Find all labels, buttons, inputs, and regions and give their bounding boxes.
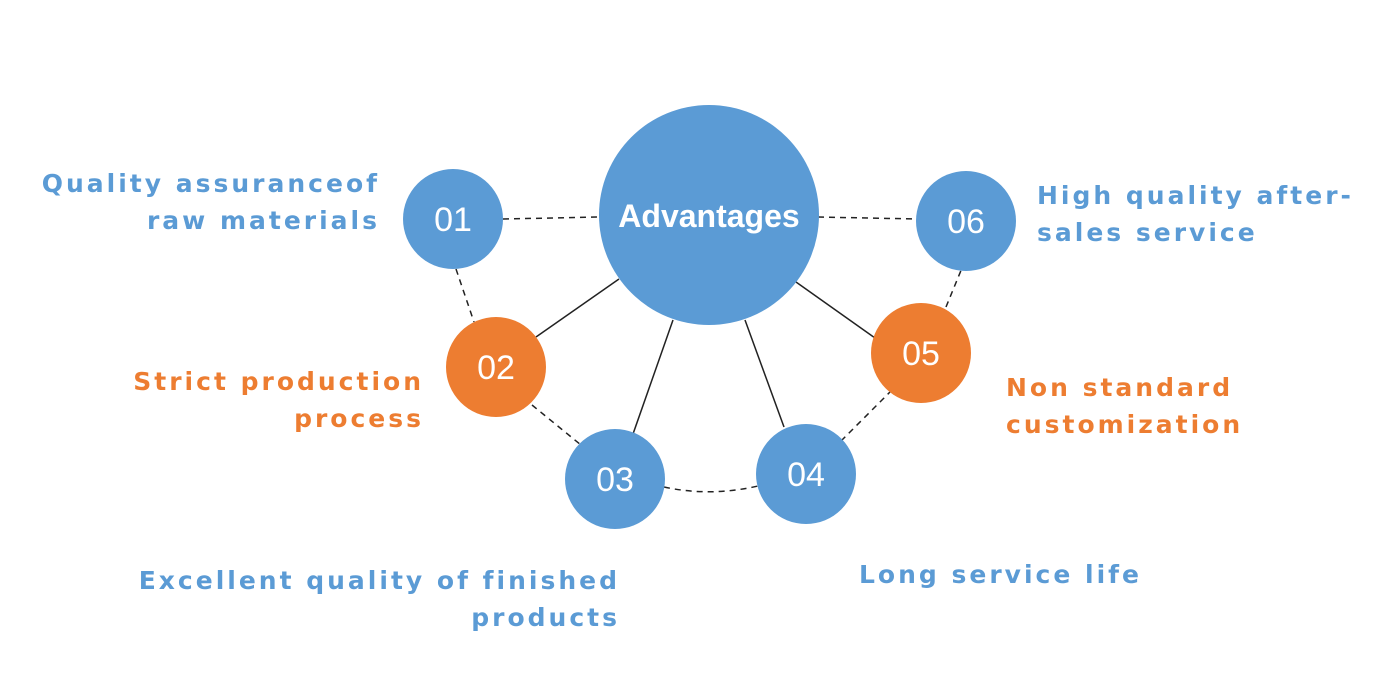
node-04: 04	[756, 424, 856, 524]
label-node-04: Long service life	[859, 556, 1142, 593]
dashed-connector-05-06	[945, 267, 963, 308]
label-line: Excellent quality of finished	[138, 566, 620, 595]
node-number: 03	[596, 461, 634, 499]
node-number: 04	[787, 456, 825, 494]
label-line: raw materials	[146, 206, 380, 235]
label-line: High quality after-	[1037, 181, 1354, 210]
dashed-connector-03-04	[663, 485, 759, 493]
label-line: Non standard	[1006, 373, 1234, 402]
label-node-02: Strict production process	[133, 363, 424, 437]
label-line: sales service	[1037, 218, 1258, 247]
node-number: 02	[477, 349, 515, 387]
spoke-02	[535, 278, 620, 338]
label-node-03: Excellent quality of finished products	[139, 562, 620, 636]
node-number: 06	[947, 203, 985, 241]
center-label: Advantages	[618, 198, 799, 234]
label-line: Long service life	[859, 560, 1142, 589]
spoke-03	[632, 319, 674, 435]
label-node-06: High quality after- sales service	[1037, 177, 1354, 251]
label-line: products	[471, 603, 620, 632]
node-number: 05	[902, 335, 940, 373]
dashed-connector-04-05	[840, 391, 891, 442]
dashed-connector-01-center	[502, 216, 601, 220]
node-03: 03	[565, 429, 665, 529]
label-node-05: Non standard customization	[1006, 369, 1243, 443]
spoke-05	[795, 281, 876, 339]
dashed-connector-01-02	[455, 268, 475, 323]
node-02: 02	[446, 317, 546, 417]
label-line: Quality assuranceof	[41, 169, 380, 198]
spoke-04	[744, 319, 785, 428]
dashed-connector-center-06	[817, 216, 918, 220]
node-number: 01	[434, 201, 472, 239]
label-line: customization	[1006, 410, 1244, 439]
dashed-connector-02-03	[531, 404, 582, 446]
label-line: process	[294, 404, 424, 433]
label-node-01: Quality assuranceof raw materials	[42, 165, 380, 239]
label-line: Strict production	[133, 367, 424, 396]
center-circle	[599, 105, 819, 325]
node-01: 01	[403, 169, 503, 269]
node-06: 06	[916, 171, 1016, 271]
node-05: 05	[871, 303, 971, 403]
